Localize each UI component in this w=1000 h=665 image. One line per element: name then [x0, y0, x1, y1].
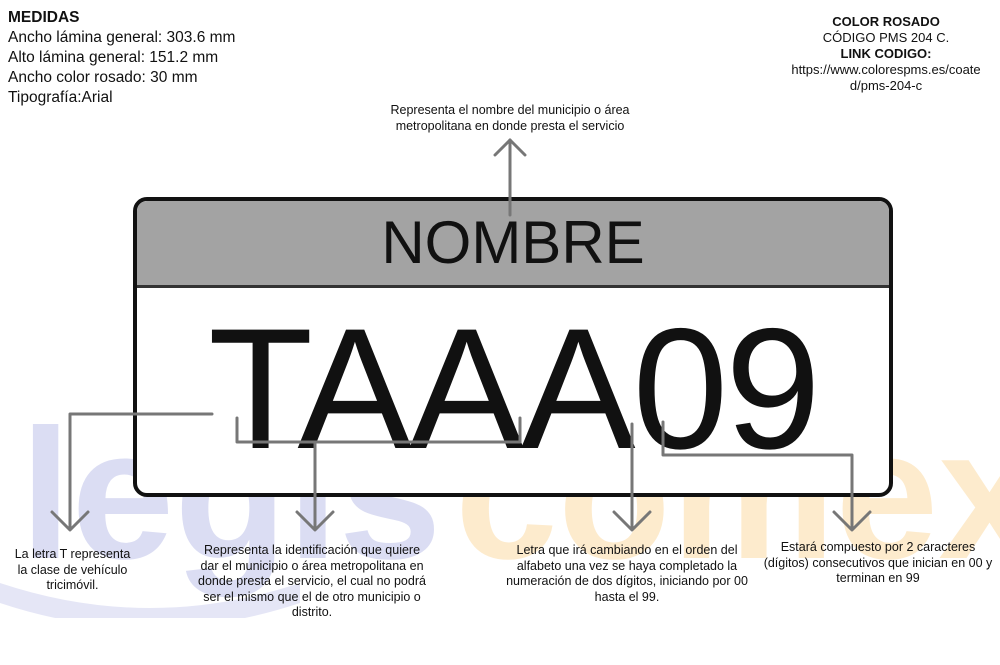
plate-name: NOMBRE	[381, 209, 645, 276]
color-code: CÓDIGO PMS 204 C.	[822, 30, 950, 45]
watermark-book-icon	[0, 583, 300, 618]
name-arrow-icon	[493, 138, 527, 157]
measures-block: MEDIDAS Ancho lámina general: 303.6 mm A…	[8, 8, 235, 108]
color-info-block: COLOR ROSADO CÓDIGO PMS 204 C. LINK CODI…	[786, 14, 986, 94]
license-plate: NOMBRE TAAA09	[133, 197, 893, 497]
link-title: LINK CODIGO:	[840, 46, 932, 61]
measure-height: Alto lámina general: 151.2 mm	[8, 49, 219, 66]
plate-name-band	[137, 201, 889, 288]
annotation-name: Representa el nombre del municipio o áre…	[390, 103, 630, 133]
annotation-digits: Estará compuesto por 2 caracteres (dígit…	[763, 540, 993, 585]
color-title: COLOR ROSADO	[832, 14, 940, 29]
plate-code: TAAA09	[208, 293, 821, 485]
color-link: https://www.colorespms.es/coated/pms-204…	[791, 62, 981, 93]
measures-title: MEDIDAS	[8, 9, 80, 26]
measure-typography: Tipografía:Arial	[8, 89, 113, 106]
measure-band-width: Ancho color rosado: 30 mm	[8, 69, 198, 86]
annotation-identification: Representa la identificación que quiere …	[198, 543, 426, 619]
annotation-letter-change: Letra que irá cambiando en el orden del …	[506, 543, 748, 604]
measure-width: Ancho lámina general: 303.6 mm	[8, 29, 236, 46]
annotation-letter-t: La letra T representa la clase de vehícu…	[14, 547, 131, 592]
